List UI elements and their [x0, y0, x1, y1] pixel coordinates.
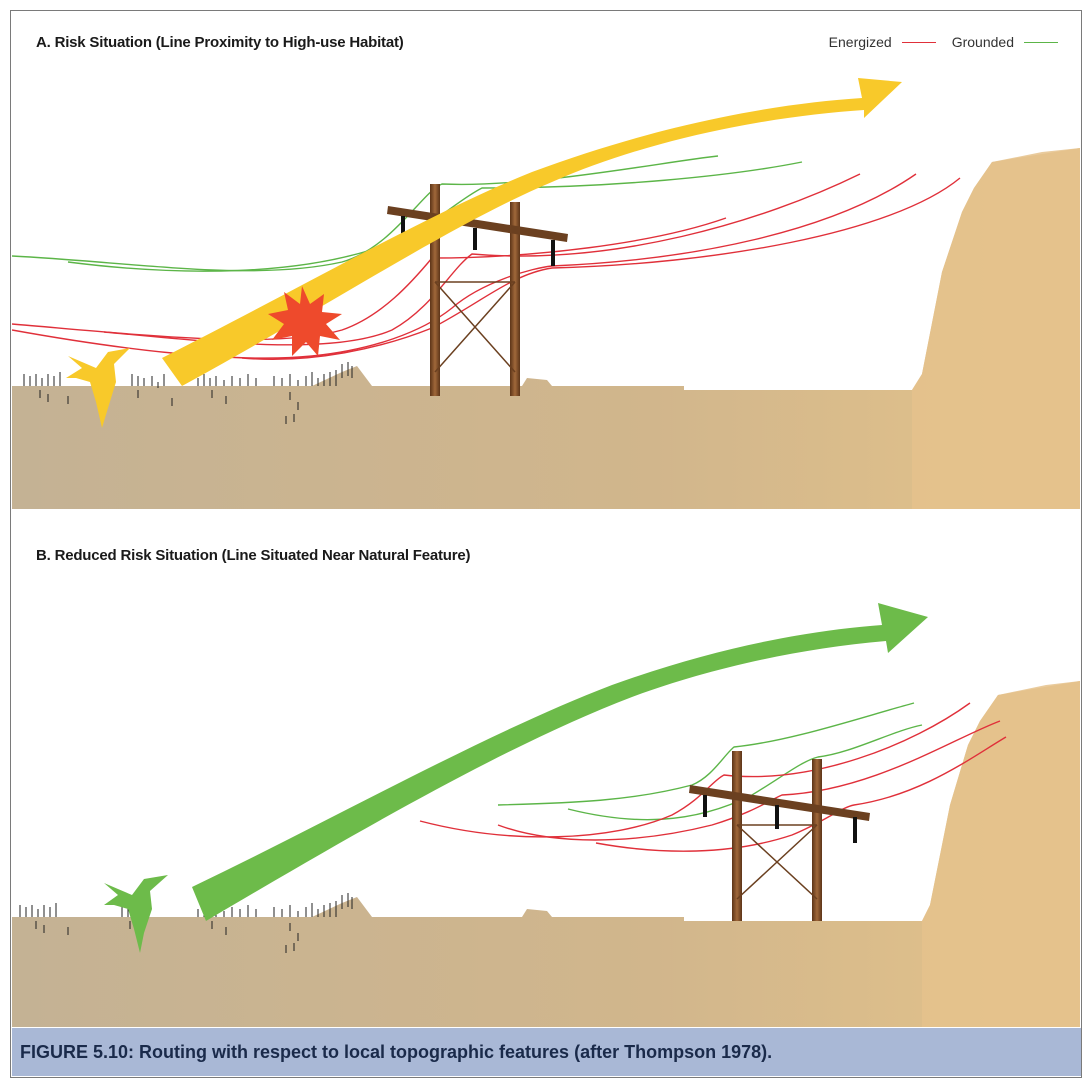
insulator [703, 795, 857, 843]
wires-a [12, 155, 961, 360]
legend-energized-swatch [901, 41, 936, 43]
energized-wire [12, 217, 727, 341]
wires-b [419, 702, 1007, 852]
legend-energized-label: Energized [828, 34, 892, 50]
ground [12, 148, 1080, 509]
panel-a-illustration [12, 78, 1080, 509]
crossarm [689, 785, 870, 821]
grounded-wire [567, 724, 923, 821]
tower-bracing [434, 281, 516, 373]
energized-wire [419, 702, 971, 838]
panel-b-title: B. Reduced Risk Situation (Line Situated… [36, 547, 471, 564]
panel-a-title: A. Risk Situation (Line Proximity to Hig… [36, 34, 404, 51]
ground [12, 681, 1080, 1027]
flight-path-arrow [192, 603, 928, 921]
transmission-tower [689, 751, 870, 921]
energized-wire [497, 720, 1001, 841]
panel-b: B. Reduced Risk Situation (Line Situated… [12, 525, 1080, 1027]
pole [812, 759, 822, 921]
transmission-tower [387, 184, 568, 396]
energized-wire [241, 177, 961, 360]
grounded-wire [497, 702, 915, 806]
flight-path-arrow [162, 78, 902, 386]
cliff [912, 148, 1080, 509]
figure-caption: FIGURE 5.10: Routing with respect to loc… [12, 1028, 1081, 1076]
cliff [922, 681, 1080, 1027]
pole [732, 751, 742, 921]
starburst-icon [268, 286, 342, 356]
legend-grounded-swatch [1024, 41, 1058, 43]
pole [510, 202, 520, 396]
legend-grounded-label: Grounded [951, 34, 1014, 50]
panel-b-illustration [12, 603, 1080, 1027]
crossarm [387, 206, 568, 242]
figure-frame [10, 10, 1082, 1078]
grounded-wire [12, 155, 719, 272]
tower-bracing [736, 824, 818, 900]
insulator [401, 216, 555, 266]
bird-icon [66, 348, 130, 428]
pole [430, 184, 440, 396]
grass-tufts [23, 362, 353, 424]
bird-icon [104, 875, 168, 953]
panel-a: A. Risk Situation (Line Proximity to Hig… [12, 12, 1080, 509]
energized-wire [595, 736, 1007, 852]
legend: Energized Grounded [829, 34, 1058, 50]
